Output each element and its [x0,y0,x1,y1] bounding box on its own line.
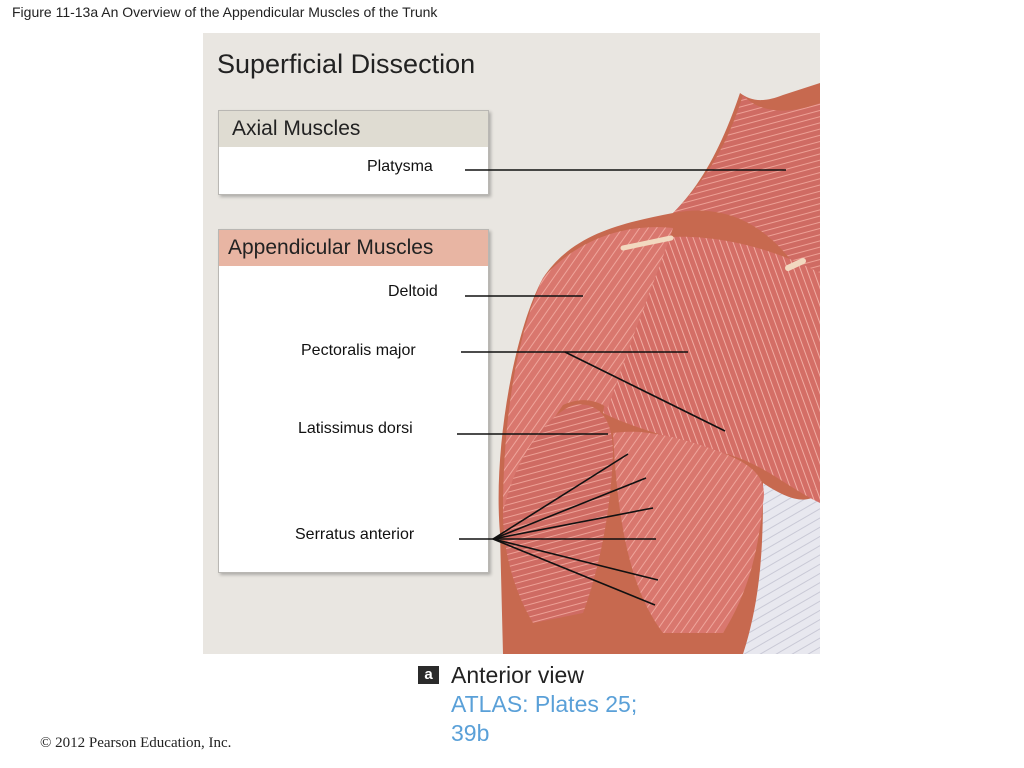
muscle-illustration [498,83,820,654]
label-latissimus-dorsi: Latissimus dorsi [298,420,413,437]
panel-letter-badge: a [418,666,439,684]
label-platysma: Platysma [367,158,433,175]
clavicle [620,235,674,251]
leader-serratus-1 [492,453,629,540]
label-pectoralis-major: Pectoralis major [301,342,416,359]
pectoralis-major [603,236,820,504]
neck-platysma [673,95,820,273]
label-serratus-anterior: Serratus anterior [295,526,415,543]
leader-serratus-2 [492,477,647,540]
trunk-fascia [743,483,820,654]
deltoid [503,227,673,514]
leader-lines [457,169,786,606]
dissection-title: Superficial Dissection [217,49,476,79]
leader-serratus-3 [492,507,654,540]
view-title: Anterior view [451,662,584,688]
axial-muscles-header: Axial Muscles [219,111,488,147]
atlas-reference: ATLAS: Plates 25; 39b [451,691,638,746]
leader-serratus-6 [492,538,656,606]
axial-muscles-box: Axial Muscles [218,110,489,195]
label-deltoid: Deltoid [388,283,438,300]
leader-serratus-5 [492,538,659,581]
sternal-notch [785,258,806,271]
copyright-notice: © 2012 Pearson Education, Inc. [40,735,232,751]
figure-title: Figure 11-13a An Overview of the Appendi… [12,4,438,20]
serratus-anterior [613,431,764,633]
appendicular-muscles-box: Appendicular Muscles [218,229,489,573]
leader-pectoralis-b [564,351,726,432]
appendicular-muscles-header: Appendicular Muscles [219,230,488,266]
anatomy-plate: Superficial Dissection Axial Muscles App… [203,33,820,654]
